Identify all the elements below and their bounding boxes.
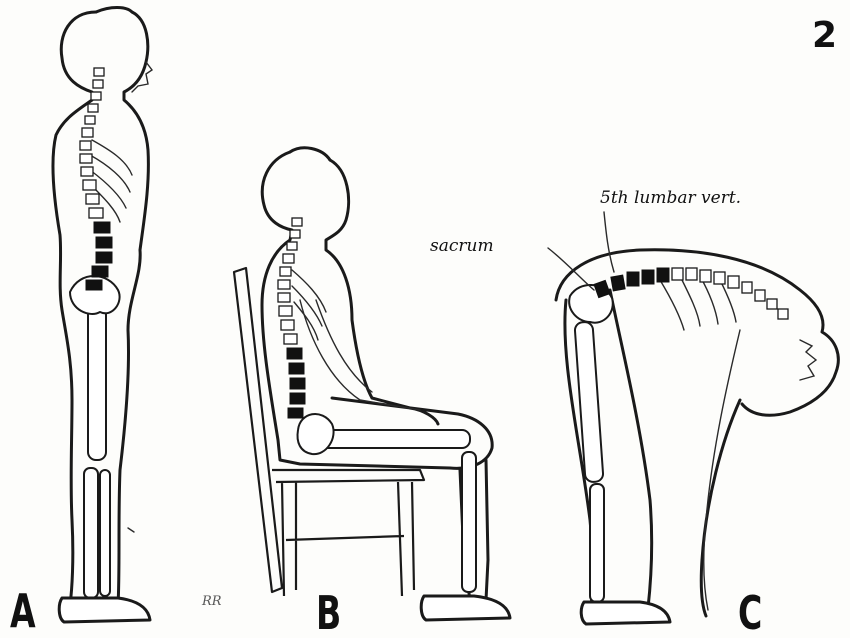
page-number: 2 [812,18,837,54]
figure-c-arm [704,330,740,610]
artist-initials: RR [202,595,222,608]
figure-a-tibia [84,468,98,598]
fifth-lumbar-label: 5th lumbar vert. [600,190,741,207]
figure-b-letter: B [316,590,341,636]
figure-c-bending [548,212,838,624]
figure-a-face [132,62,152,92]
figure-c-shoe [581,602,670,624]
figure-a-standing [53,8,152,623]
figure-c-letter: C [738,590,762,636]
figure-b-arm [300,300,420,410]
sacrum-leader-line [548,248,594,290]
figure-b-femur [320,430,470,448]
figure-c-face [800,340,816,380]
figure-b-tibia [462,452,476,592]
figure-a-spine [80,68,112,290]
figure-a-fibula [100,470,110,596]
figure-a-letter: A [10,588,36,634]
sacrum-label: sacrum [430,238,494,255]
figure-b-sitting [234,148,510,620]
figure-a-head-top [96,8,132,13]
figure-c-femur [574,322,603,483]
figure-b-shoe [421,596,510,620]
figure-a-femur [88,300,106,460]
figure-c-tibia [590,484,604,602]
figure-b-head-top [290,148,330,160]
figure-a-shoe [59,598,150,622]
fifth-lumbar-leader-line [604,212,614,272]
figure-b-pelvis [298,414,334,454]
figure-c-spine [594,268,788,319]
stray-mark [128,528,134,532]
